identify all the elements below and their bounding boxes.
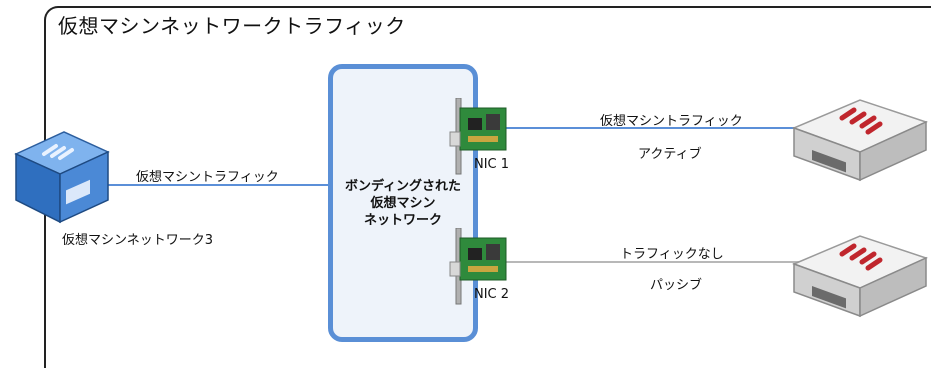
left-link-label: 仮想マシントラフィック [136, 170, 279, 185]
physical-switch-icon [791, 235, 929, 318]
bond-label-line: ネットワーク [363, 213, 442, 228]
nic-card-icon [449, 98, 507, 175]
nic1-label: NIC 1 [474, 157, 510, 172]
diagram-title: 仮想マシンネットワークトラフィック [58, 14, 406, 38]
nic-card-icon [449, 228, 507, 305]
physical-switch-icon [791, 99, 929, 182]
bond-label-line: 仮想マシン [370, 196, 436, 211]
nic2-state-label: パッシブ [650, 278, 703, 293]
nic1-traffic-label: 仮想マシントラフィック [600, 114, 743, 129]
bonded-network-label: ボンディングされた 仮想マシン ネットワーク [328, 178, 478, 229]
bonded-network-panel [328, 64, 478, 342]
left-switch-label: 仮想マシンネットワーク3 [62, 233, 214, 248]
link-lines [100, 127, 800, 263]
nic2-traffic-label: トラフィックなし [620, 247, 724, 262]
nic2-label: NIC 2 [474, 287, 510, 302]
bond-label-line: ボンディングされた [344, 179, 462, 194]
virtual-switch-icon [14, 131, 110, 224]
nic1-state-label: アクティブ [638, 147, 702, 162]
